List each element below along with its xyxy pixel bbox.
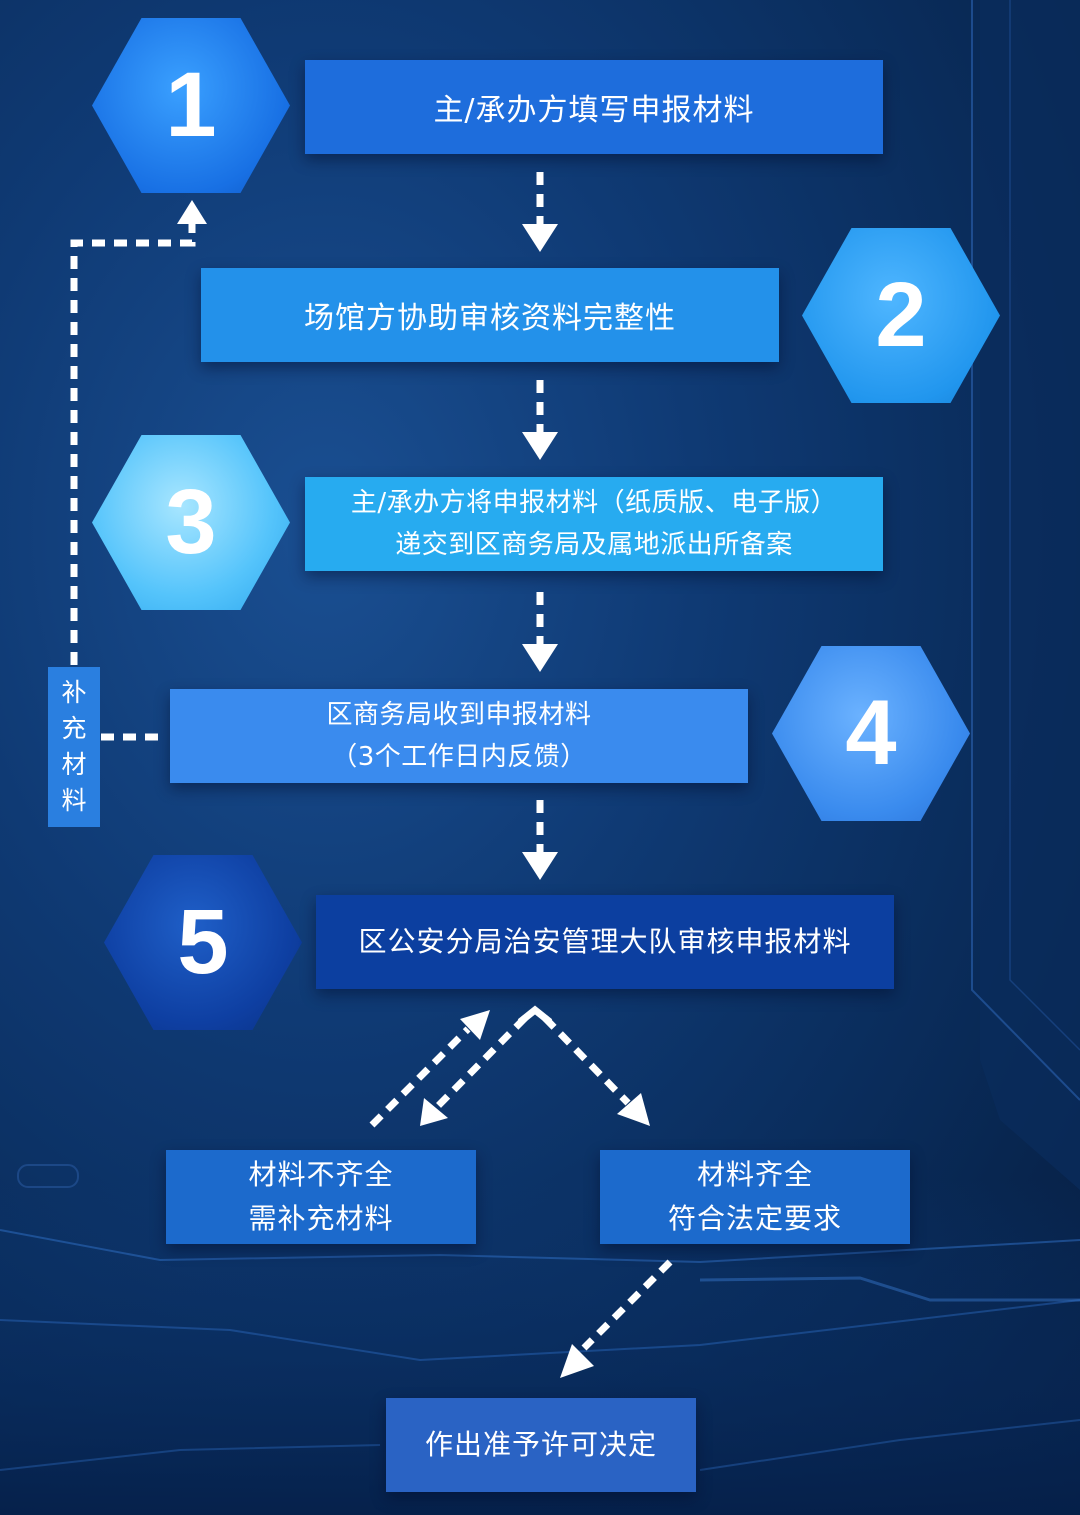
supplement-char: 充: [61, 714, 87, 743]
step-4-box: 区商务局收到申报材料 （3个工作日内反馈）: [170, 689, 748, 783]
step-1-box: 主/承办方填写申报材料: [305, 60, 883, 154]
step-5-number: 5: [177, 891, 229, 993]
step-1-hexagon: 1: [92, 18, 290, 193]
supplement-char: 料: [61, 786, 87, 815]
step-1-text: 主/承办方填写申报材料: [433, 93, 755, 128]
step-1-number: 1: [165, 54, 217, 156]
incomplete-materials-box: 材料不齐全 需补充材料: [166, 1150, 476, 1244]
step-5-text: 区公安分局治安管理大队审核申报材料: [358, 925, 852, 958]
step-5-hexagon: 5: [104, 855, 302, 1030]
incomplete-line2: 需补充材料: [248, 1202, 394, 1235]
incomplete-line1: 材料不齐全: [248, 1158, 394, 1191]
final-decision-box: 作出准予许可决定: [386, 1398, 696, 1492]
step-2-number: 2: [875, 264, 927, 366]
complete-materials-box: 材料齐全 符合法定要求: [600, 1150, 910, 1244]
step-2-text: 场馆方协助审核资料完整性: [304, 301, 676, 336]
step-4-text-line1: 区商务局收到申报材料: [326, 700, 592, 730]
step-4-number: 4: [845, 682, 897, 784]
final-decision-text: 作出准予许可决定: [424, 1428, 657, 1461]
step-3-text-line2: 递交到区商务局及属地派出所备案: [395, 530, 793, 560]
supplement-char: 材: [61, 750, 87, 779]
step-4-text-line2: （3个工作日内反馈）: [331, 742, 587, 772]
supplement-char: 补: [61, 678, 87, 707]
step-3-box: 主/承办方将申报材料（纸质版、电子版） 递交到区商务局及属地派出所备案: [305, 477, 883, 571]
step-4-hexagon: 4: [772, 646, 970, 821]
step-2-box: 场馆方协助审核资料完整性: [201, 268, 779, 362]
step-3-number: 3: [165, 471, 217, 573]
supplement-materials-label: 补 充 材 料: [48, 667, 100, 827]
step-3-text-line1: 主/承办方将申报材料（纸质版、电子版）: [350, 488, 838, 518]
complete-line2: 符合法定要求: [667, 1202, 842, 1235]
step-5-box: 区公安分局治安管理大队审核申报材料: [316, 895, 894, 989]
complete-line1: 材料齐全: [696, 1158, 813, 1191]
